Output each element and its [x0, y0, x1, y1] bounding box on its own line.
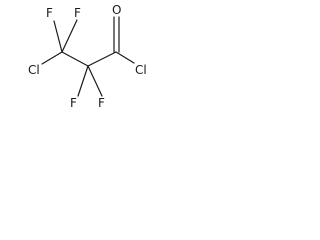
- atom-fluorine-top-right: F: [74, 6, 81, 20]
- bond-c3-f1: [53, 20, 63, 53]
- bond-c3-c2: [61, 51, 89, 67]
- atom-fluorine-bottom-right: F: [98, 96, 105, 110]
- bond-c2-c1: [87, 51, 117, 67]
- atom-fluorine-bottom-left: F: [70, 96, 77, 110]
- atom-chlorine-left: Cl: [28, 63, 40, 77]
- bond-cl-c3: [41, 51, 63, 65]
- bond-c2-f3: [77, 65, 89, 97]
- bond-c3-f2: [61, 19, 78, 53]
- bond-c2-f4: [87, 65, 103, 97]
- atom-oxygen-carbonyl: O: [112, 3, 121, 17]
- atom-fluorine-top-left: F: [46, 6, 53, 20]
- atom-chlorine-acyl: Cl: [135, 63, 147, 77]
- bond-c1-cl: [115, 51, 135, 64]
- chemical-structure: Cl F F F F O Cl: [28, 3, 147, 110]
